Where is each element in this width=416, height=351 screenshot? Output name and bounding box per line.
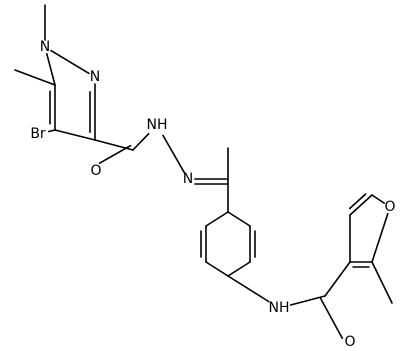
- furan-oxygen-label: O: [384, 199, 395, 215]
- bond-layer: [14, 4, 393, 340]
- bond-cco2-f3: [324, 261, 351, 297]
- carbonyl-oxygen-1-label: O: [90, 163, 101, 179]
- pyrazole-n1-label: N: [40, 39, 50, 55]
- bond-c4-c3: [54, 129, 96, 141]
- bond-fo-f5: [371, 194, 385, 204]
- bond-b4-nh3: [227, 275, 270, 303]
- double-bond-f5-f4: [348, 193, 367, 210]
- bond-c5-me5: [14, 69, 56, 86]
- bond-nh3-cco2: [289, 295, 326, 306]
- bond-cco1-nh1: [132, 132, 150, 151]
- atom-label-layer: N N Br O NH N NH O O: [30, 39, 395, 350]
- hydrazone-n-label: N: [183, 171, 193, 187]
- bond-nh1-nh2: [162, 134, 186, 174]
- bond-n1-c5: [45, 52, 56, 86]
- hydrazide-nh-label: NH: [147, 117, 168, 133]
- bond-b6-b1: [227, 211, 251, 227]
- double-bond-cco1-o1: [98, 144, 132, 164]
- bond-b1-b2: [205, 211, 229, 227]
- carbonyl-oxygen-2-label: O: [344, 334, 355, 350]
- amide-nh-label: NH: [269, 300, 290, 316]
- bond-c4-br: [47, 129, 56, 133]
- double-bond-cco2-o2: [319, 297, 344, 340]
- pyrazole-n2-label: N: [90, 69, 100, 85]
- bond-f2-me3: [371, 261, 393, 304]
- bromine-label: Br: [30, 126, 46, 142]
- bond-b3-b4: [205, 261, 229, 277]
- bond-b4-b5: [227, 261, 251, 277]
- bond-c3-cco1: [94, 139, 134, 151]
- bond-f2-fo: [371, 212, 389, 263]
- bond-n2-n1: [50, 49, 90, 75]
- bond-f5-f4: [349, 194, 373, 216]
